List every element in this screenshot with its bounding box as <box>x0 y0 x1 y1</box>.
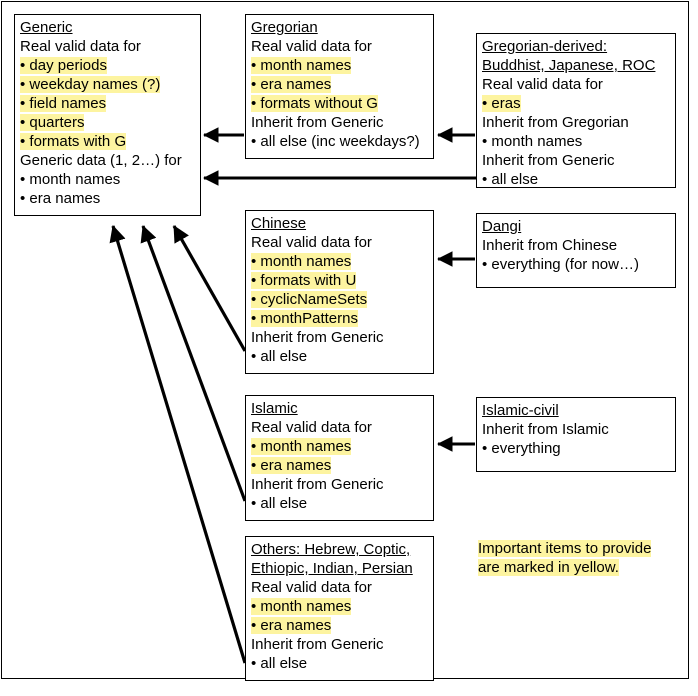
node-others-line-1: • month names <box>251 598 352 615</box>
node-others-title-2: Ethiopic, Indian, Persian <box>251 560 413 577</box>
node-dangi-line-0: Inherit from Chinese <box>482 237 618 254</box>
node-gregorian-line-4: Inherit from Generic <box>251 114 384 131</box>
node-islamic-civil-line-0: Inherit from Islamic <box>482 421 609 438</box>
node-chinese-line-6: • all else <box>251 348 308 365</box>
node-gregorian-derived-line-0: Real valid data for <box>482 76 603 93</box>
node-chinese-line-3: • cyclicNameSets <box>251 291 368 308</box>
node-generic-line-3: • field names <box>20 95 107 112</box>
node-gregorian-line-5: • all else (inc weekdays?) <box>251 133 420 150</box>
node-chinese-line-2: • formats with U <box>251 272 357 289</box>
node-islamic-line-4: • all else <box>251 495 308 512</box>
node-dangi[interactable]: Dangi Inherit from Chinese • everything … <box>476 213 676 288</box>
node-chinese-line-5: Inherit from Generic <box>251 329 384 346</box>
node-gregorian-derived-line-4: Inherit from Generic <box>482 152 615 169</box>
node-chinese-line-0: Real valid data for <box>251 234 372 251</box>
node-generic-line-2: • weekday names (?) <box>20 76 161 93</box>
node-gregorian-derived[interactable]: Gregorian-derived: Buddhist, Japanese, R… <box>476 33 676 188</box>
edge-others-to-generic <box>109 225 247 664</box>
legend: Important items to provide are marked in… <box>478 539 678 577</box>
node-gregorian-derived-line-3: • month names <box>482 133 583 150</box>
node-gregorian-derived-line-5: • all else <box>482 171 539 188</box>
legend-line-2: are marked in yellow. <box>478 559 619 576</box>
node-gregorian-derived-line-1: • eras <box>482 95 521 112</box>
node-generic[interactable]: Generic Real valid data for • day period… <box>14 14 201 216</box>
node-generic-line-5: • formats with G <box>20 133 127 150</box>
node-gregorian-derived-title: Gregorian-derived: <box>482 38 608 55</box>
node-others-line-0: Real valid data for <box>251 579 372 596</box>
node-islamic-title: Islamic <box>251 400 298 417</box>
node-islamic-line-0: Real valid data for <box>251 419 372 436</box>
node-gregorian-line-0: Real valid data for <box>251 38 372 55</box>
node-generic-line-1: • day periods <box>20 57 107 74</box>
node-others[interactable]: Others: Hebrew, Coptic, Ethiopic, Indian… <box>245 536 434 681</box>
node-generic-line-7: • month names <box>20 171 121 188</box>
node-others-line-4: • all else <box>251 655 308 672</box>
node-islamic-civil-line-1: • everything <box>482 440 561 457</box>
node-islamic-civil-title: Islamic-civil <box>482 402 559 419</box>
node-others-line-3: Inherit from Generic <box>251 636 384 653</box>
node-gregorian-line-1: • month names <box>251 57 352 74</box>
node-gregorian-derived-line-2: Inherit from Gregorian <box>482 114 629 131</box>
node-islamic-civil[interactable]: Islamic-civil Inherit from Islamic • eve… <box>476 397 676 472</box>
node-gregorian[interactable]: Gregorian Real valid data for • month na… <box>245 14 434 159</box>
node-gregorian-derived-title-2: Buddhist, Japanese, ROC <box>482 57 656 74</box>
node-chinese[interactable]: Chinese Real valid data for • month name… <box>245 210 434 374</box>
node-islamic-line-1: • month names <box>251 438 352 455</box>
legend-line-1: Important items to provide <box>478 540 652 557</box>
node-dangi-title: Dangi <box>482 218 522 235</box>
node-others-line-2: • era names <box>251 617 332 634</box>
node-islamic[interactable]: Islamic Real valid data for • month name… <box>245 395 434 521</box>
node-islamic-line-2: • era names <box>251 457 332 474</box>
node-generic-line-0: Real valid data for <box>20 38 141 55</box>
node-generic-title: Generic <box>20 19 73 36</box>
node-generic-line-6: Generic data (1, 2…) for <box>20 152 182 169</box>
edge-chinese-to-generic <box>172 225 247 352</box>
node-others-title: Others: Hebrew, Coptic, <box>251 541 411 558</box>
node-gregorian-line-3: • formats without G <box>251 95 378 112</box>
node-gregorian-title: Gregorian <box>251 19 318 36</box>
node-chinese-line-4: • monthPatterns <box>251 310 358 327</box>
node-generic-line-8: • era names <box>20 190 101 207</box>
node-dangi-line-1: • everything (for now…) <box>482 256 639 273</box>
node-chinese-line-1: • month names <box>251 253 352 270</box>
node-islamic-line-3: Inherit from Generic <box>251 476 384 493</box>
edge-islamic-to-generic <box>140 225 247 502</box>
node-generic-line-4: • quarters <box>20 114 85 131</box>
node-chinese-title: Chinese <box>251 215 307 232</box>
node-gregorian-line-2: • era names <box>251 76 332 93</box>
